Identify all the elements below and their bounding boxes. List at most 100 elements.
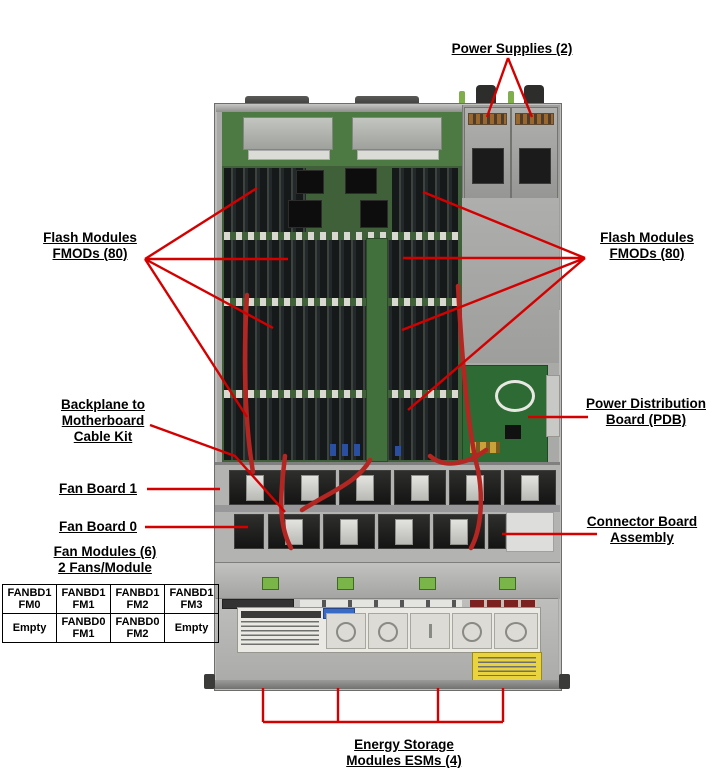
flash-module-bank <box>392 168 458 232</box>
fan-module <box>268 514 320 549</box>
connector-board-assembly <box>506 512 554 552</box>
center-riser <box>366 238 388 462</box>
service-label-header <box>241 611 321 618</box>
label-text: Fan Board 0 <box>58 519 137 534</box>
table-row: Empty FANBD0 FM1 FANBD0 FM2 Empty <box>2 613 219 643</box>
psu-connector <box>468 113 507 125</box>
fan-module <box>378 514 430 549</box>
instruction-panel <box>452 613 492 649</box>
label-text: Motherboard <box>61 413 145 428</box>
label-fan-board-0: Fan Board 0 <box>38 519 158 535</box>
fan-connector-block <box>488 514 506 549</box>
label-text: Flash Modules <box>43 230 137 245</box>
label-power-supplies: Power Supplies (2) <box>427 41 597 57</box>
connector-clip-row <box>224 298 458 306</box>
air-duct-cover <box>462 198 559 363</box>
label-flash-modules-right: Flash Modules FMODs (80) <box>577 230 716 262</box>
label-text: Cable Kit <box>73 429 133 444</box>
warning-label <box>472 652 542 681</box>
label-text: Modules ESMs (4) <box>346 753 462 768</box>
label-text: Backplane to <box>60 397 146 412</box>
fan-table-cell: Empty <box>164 613 219 643</box>
fan-label <box>340 519 358 545</box>
connector-clip-row <box>224 232 458 240</box>
fan-table-cell: FANBD1 FM0 <box>2 584 57 614</box>
fan-label <box>395 519 413 545</box>
label-backplane-cable-kit: Backplane to Motherboard Cable Kit <box>33 397 173 445</box>
psu-vent <box>519 148 551 184</box>
instruction-panel <box>410 613 450 649</box>
capacitor <box>330 444 336 456</box>
heatsink-plate <box>243 117 333 150</box>
fan-table-cell: FANBD0 FM1 <box>56 613 111 643</box>
fan-module <box>323 514 375 549</box>
callout-line-esm <box>261 688 505 724</box>
fan-table-cell: FANBD1 FM2 <box>110 584 165 614</box>
asic-heatsink <box>360 200 388 228</box>
pdb-bus-bars <box>470 442 500 453</box>
fan-label <box>521 475 539 501</box>
fan-label <box>356 475 374 501</box>
service-label-text <box>241 621 319 647</box>
label-fan-board-1: Fan Board 1 <box>38 481 158 497</box>
fan-label <box>450 519 468 545</box>
fan-table-cell: FANBD1 FM1 <box>56 584 111 614</box>
table-row: FANBD1 FM0 FANBD1 FM1 FANBD1 FM2 FANBD1 … <box>2 584 219 614</box>
label-text: Power Distribution <box>585 396 706 411</box>
psu-lever <box>459 91 465 111</box>
esm-latch <box>419 577 436 590</box>
fan-label <box>285 519 303 545</box>
board-label <box>357 150 439 160</box>
fan-bay-mid-rail <box>215 505 560 512</box>
fan-table-cell: FANBD0 FM2 <box>110 613 165 643</box>
cable-loop <box>495 380 535 412</box>
flash-module-bank <box>224 240 458 298</box>
fan-module-table: FANBD1 FM0 FANBD1 FM1 FANBD1 FM2 FANBD1 … <box>2 584 219 643</box>
chassis-tab <box>204 674 215 689</box>
esm-latch <box>499 577 516 590</box>
pdb-bracket <box>546 375 560 437</box>
heatsink-plate <box>352 117 442 150</box>
fan-module <box>229 470 281 505</box>
chassis-bottom-edge <box>214 680 560 689</box>
fan-module <box>449 470 501 505</box>
capacitor <box>354 444 360 456</box>
label-pdb: Power Distribution Board (PDB) <box>576 396 716 428</box>
fan-module <box>284 470 336 505</box>
label-text: Flash Modules <box>600 230 694 245</box>
capacitor <box>395 446 401 456</box>
cover-strip-red <box>470 600 537 608</box>
asic-heatsink <box>288 200 322 228</box>
asic-heatsink <box>296 170 324 194</box>
instruction-panel <box>326 613 366 649</box>
label-text: 2 Fans/Module <box>58 560 152 575</box>
label-text: FMODs (80) <box>609 246 685 261</box>
fan-table-cell: Empty <box>2 613 57 643</box>
chassis-tab <box>559 674 570 689</box>
esm-latch <box>337 577 354 590</box>
fan-table-cell: FANBD1 FM3 <box>164 584 219 614</box>
fan-module <box>394 470 446 505</box>
label-text: Power Supplies (2) <box>451 41 573 56</box>
fan-connector-block <box>234 514 264 549</box>
fan-label <box>301 475 319 501</box>
capacitor <box>342 444 348 456</box>
chassis-top-rail <box>216 104 558 112</box>
flash-module-bank <box>224 398 458 460</box>
fan-module <box>433 514 485 549</box>
flash-module-bank <box>224 306 458 390</box>
pdb-chip <box>505 425 521 439</box>
fan-module <box>339 470 391 505</box>
instruction-panel <box>494 613 538 649</box>
fan-label <box>466 475 484 501</box>
label-text: Assembly <box>610 530 674 545</box>
cover-strip-ruler <box>300 600 462 607</box>
board-label <box>248 150 330 160</box>
label-connector-board: Connector Board Assembly <box>572 514 712 546</box>
label-text: Energy Storage <box>354 737 454 752</box>
label-text: Fan Board 1 <box>58 481 137 496</box>
label-text: Board (PDB) <box>605 412 687 427</box>
psu-vent <box>472 148 504 184</box>
fan-label <box>411 475 429 501</box>
